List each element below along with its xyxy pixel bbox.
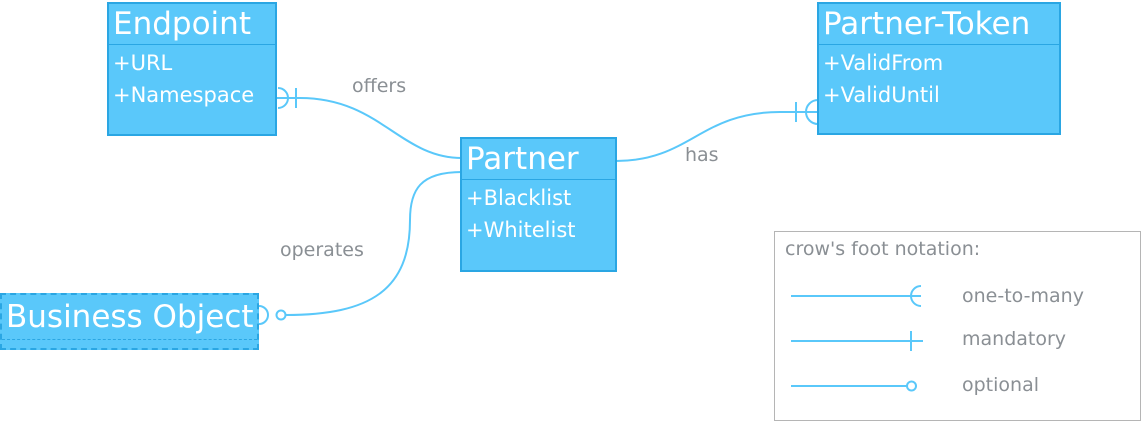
legend-box: crow's foot notation: one-to-many mandat… xyxy=(774,231,1141,421)
legend-label-optional: optional xyxy=(962,374,1040,396)
entity-attribute: +URL xyxy=(113,51,173,75)
entity-attribute: +Namespace xyxy=(113,83,255,107)
entity-partner[interactable]: Partner +Blacklist +Whitelist xyxy=(460,137,617,272)
one-to-many-mark-endpoint xyxy=(277,87,289,109)
legend-label-mandatory: mandatory xyxy=(962,328,1067,350)
optional-mark-business-object xyxy=(275,309,287,321)
entity-attribute: +Blacklist xyxy=(466,186,572,210)
entity-title: Partner-Token xyxy=(823,6,1031,42)
one-to-many-icon xyxy=(910,285,922,307)
entity-divider xyxy=(2,339,257,340)
entity-attribute: +ValidUntil xyxy=(823,83,940,107)
entity-divider xyxy=(109,44,275,45)
connector-has xyxy=(615,111,818,162)
legend-label-one-to-many: one-to-many xyxy=(962,285,1084,307)
one-to-many-mark-business-object xyxy=(258,305,269,325)
connector-offers xyxy=(276,97,463,159)
entity-title: Partner xyxy=(466,141,579,177)
entity-attributes: +Blacklist +Whitelist xyxy=(462,180,615,246)
entity-endpoint[interactable]: Endpoint +URL +Namespace xyxy=(107,2,277,136)
entity-divider xyxy=(462,179,615,180)
entity-title: Business Object xyxy=(6,299,254,335)
legend-symbols xyxy=(791,285,923,392)
optional-icon xyxy=(906,380,917,392)
connector-operates xyxy=(285,171,463,316)
relationship-label-offers: offers xyxy=(352,75,407,97)
relationship-label-has: has xyxy=(685,144,719,166)
entity-title: Endpoint xyxy=(113,6,251,42)
entity-business-object[interactable]: Business Object xyxy=(0,293,259,350)
one-to-many-mark-partner-token xyxy=(805,99,819,125)
entity-attribute: +Whitelist xyxy=(466,218,576,242)
entity-attributes: +ValidFrom +ValidUntil xyxy=(819,45,1059,111)
legend-title: crow's foot notation: xyxy=(785,238,981,260)
entity-divider xyxy=(819,44,1059,45)
entity-partner-token[interactable]: Partner-Token +ValidFrom +ValidUntil xyxy=(817,2,1061,135)
entity-attribute: +ValidFrom xyxy=(823,51,944,75)
entity-attributes: +URL +Namespace xyxy=(109,45,275,111)
relationship-label-operates: operates xyxy=(280,239,364,261)
